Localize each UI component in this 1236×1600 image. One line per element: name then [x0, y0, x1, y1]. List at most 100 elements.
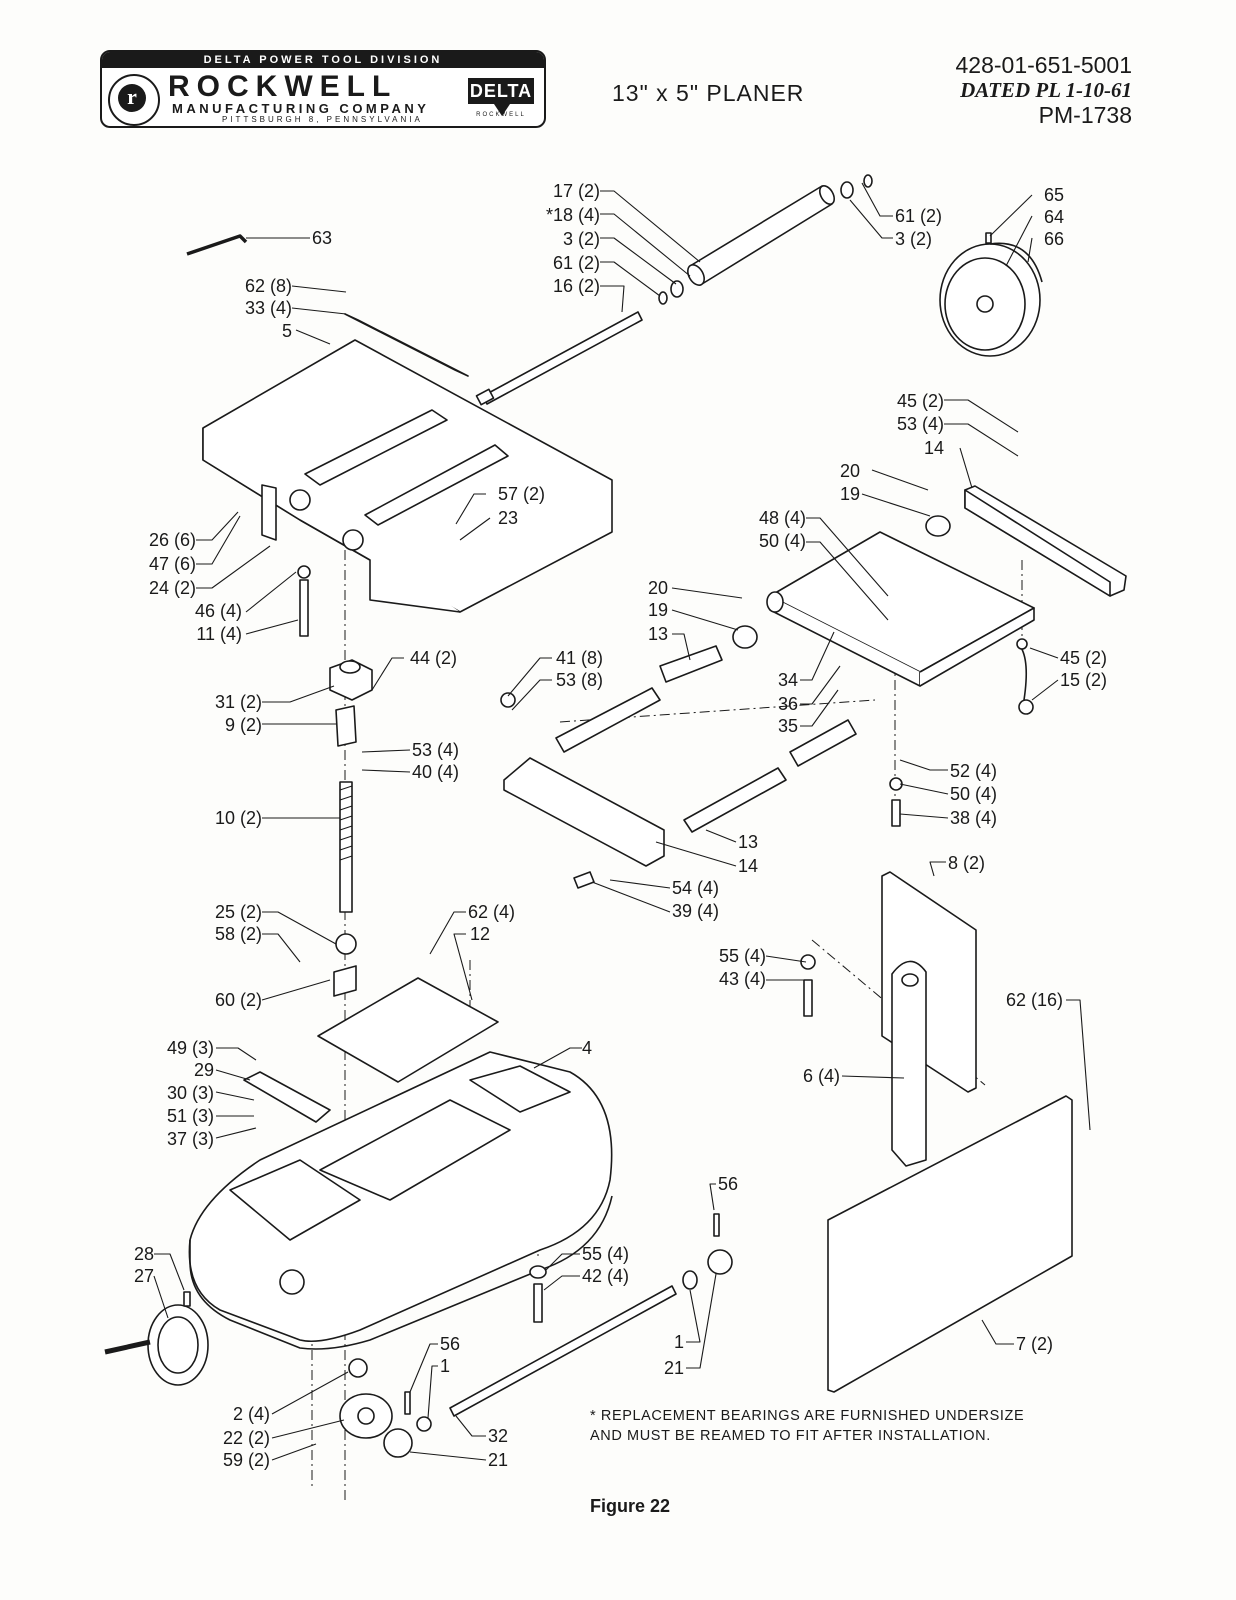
label-47: 47 (6): [149, 554, 196, 574]
label-60: 60 (2): [215, 990, 262, 1010]
label-50b: 50 (4): [950, 784, 997, 804]
pin-56-upper: [713, 1213, 720, 1237]
figure-caption: Figure 22: [590, 1496, 671, 1516]
label-25: 25 (2): [215, 902, 262, 922]
label-2: 2 (4): [233, 1404, 270, 1424]
pm-number: PM-1738: [1038, 102, 1132, 128]
label-1a: 1: [674, 1332, 684, 1352]
label-41: 41 (8): [556, 648, 603, 668]
screw-threads: [339, 785, 353, 861]
pulley-64: [939, 232, 1043, 357]
label-66: 66: [1044, 229, 1064, 249]
label-48: 48 (4): [759, 508, 806, 528]
label-24: 24 (2): [149, 578, 196, 598]
label-56b: 56: [440, 1334, 460, 1354]
document-number-block: 428-01-651-5001 DATED PL 1-10-61 PM-1738: [956, 52, 1132, 128]
label-56a: 56: [718, 1174, 738, 1194]
label-53b: 53 (8): [556, 670, 603, 690]
label-32: 32: [488, 1426, 508, 1446]
label-64: 64: [1044, 207, 1064, 227]
gear-21-upper: [707, 1249, 733, 1275]
label-23: 23: [498, 508, 518, 528]
seal-letter: r: [118, 84, 146, 112]
delta-logo-icon: DELTA ROCKWELL: [468, 78, 536, 122]
label-35: 35: [778, 716, 798, 736]
label-39: 39 (4): [672, 901, 719, 921]
page-title: 13" x 5" PLANER: [612, 80, 805, 106]
bearing-2: [348, 1358, 368, 1378]
label-17: 17 (2): [553, 181, 600, 201]
label-57: 57 (2): [498, 484, 545, 504]
rockwell-seal-icon: r: [108, 74, 160, 126]
delta-sub: ROCKWELL: [476, 112, 526, 118]
shaft-16: [475, 311, 643, 406]
screw-column: [329, 659, 373, 997]
panel-7: [827, 1095, 1073, 1393]
label-7: 7 (2): [1016, 1334, 1053, 1354]
bed-5: [202, 313, 613, 613]
label-43: 43 (4): [719, 969, 766, 989]
label-1b: 1: [440, 1356, 450, 1376]
base-4: [188, 1051, 613, 1350]
label-37: 37 (3): [167, 1129, 214, 1149]
gear-21-lower: [383, 1428, 413, 1458]
label-61b: 61 (2): [895, 206, 942, 226]
bracket-29: [243, 1071, 331, 1123]
label-63: 63: [312, 228, 332, 248]
label-27: 27: [134, 1266, 154, 1286]
extension-14-top: [925, 485, 1127, 597]
plate-12: [317, 977, 499, 1083]
small-hardware: [297, 565, 1034, 1017]
label-33: 33 (4): [245, 298, 292, 318]
label-21a: 21: [664, 1358, 684, 1378]
label-54: 54 (4): [672, 878, 719, 898]
collar-1: [682, 1270, 698, 1290]
label-61a: 61 (2): [553, 253, 600, 273]
division-banner: DELTA POWER TOOL DIVISION: [102, 52, 544, 68]
label-52: 52 (4): [950, 761, 997, 781]
handwheel-27: [104, 1291, 209, 1386]
label-18: *18 (4): [546, 205, 600, 225]
label-20b: 20: [648, 578, 668, 598]
label-26: 26 (6): [149, 530, 196, 550]
pin-56-lower: [404, 1391, 411, 1415]
label-16: 16 (2): [553, 276, 600, 296]
shaft-32: [449, 1285, 677, 1417]
label-59: 59 (2): [223, 1450, 270, 1470]
label-28: 28: [134, 1244, 154, 1264]
label-15: 15 (2): [1060, 670, 1107, 690]
label-14a: 14: [924, 438, 944, 458]
feed-roll-17: [658, 174, 873, 305]
label-11: 11 (4): [196, 624, 242, 644]
hex-key-63: [186, 234, 248, 256]
gib-33: [344, 313, 469, 377]
label-31: 31 (2): [215, 692, 262, 712]
collar-1-lower: [416, 1416, 432, 1432]
label-36: 36: [778, 694, 798, 714]
label-51: 51 (3): [167, 1106, 214, 1126]
label-40: 40 (4): [412, 762, 459, 782]
label-9: 9 (2): [225, 715, 262, 735]
label-42: 42 (4): [582, 1266, 629, 1286]
label-44: 44 (2): [410, 648, 457, 668]
drawing: [104, 174, 1127, 1500]
label-19b: 19: [648, 600, 668, 620]
label-62a: 62 (8): [245, 276, 292, 296]
leg-6: [891, 960, 927, 1167]
label-58: 58 (2): [215, 924, 262, 944]
label-45a: 45 (2): [897, 391, 944, 411]
label-20a: 20: [840, 461, 860, 481]
company-name: ROCKWELL: [168, 70, 398, 103]
label-55b: 55 (4): [582, 1244, 629, 1264]
label-46: 46 (4): [195, 601, 242, 621]
replacement-bearings-note: * REPLACEMENT BEARINGS ARE FURNISHED UND…: [590, 1406, 1024, 1446]
label-55a: 55 (4): [719, 946, 766, 966]
company-city: PITTSBURGH 8, PENNSYLVANIA: [222, 115, 423, 124]
label-38: 38 (4): [950, 808, 997, 828]
label-50a: 50 (4): [759, 531, 806, 551]
label-53c: 53 (4): [412, 740, 459, 760]
leader-lines: [153, 182, 1091, 1461]
label-22: 22 (2): [223, 1428, 270, 1448]
label-65: 65: [1044, 185, 1064, 205]
label-3b: 3 (2): [895, 229, 932, 249]
